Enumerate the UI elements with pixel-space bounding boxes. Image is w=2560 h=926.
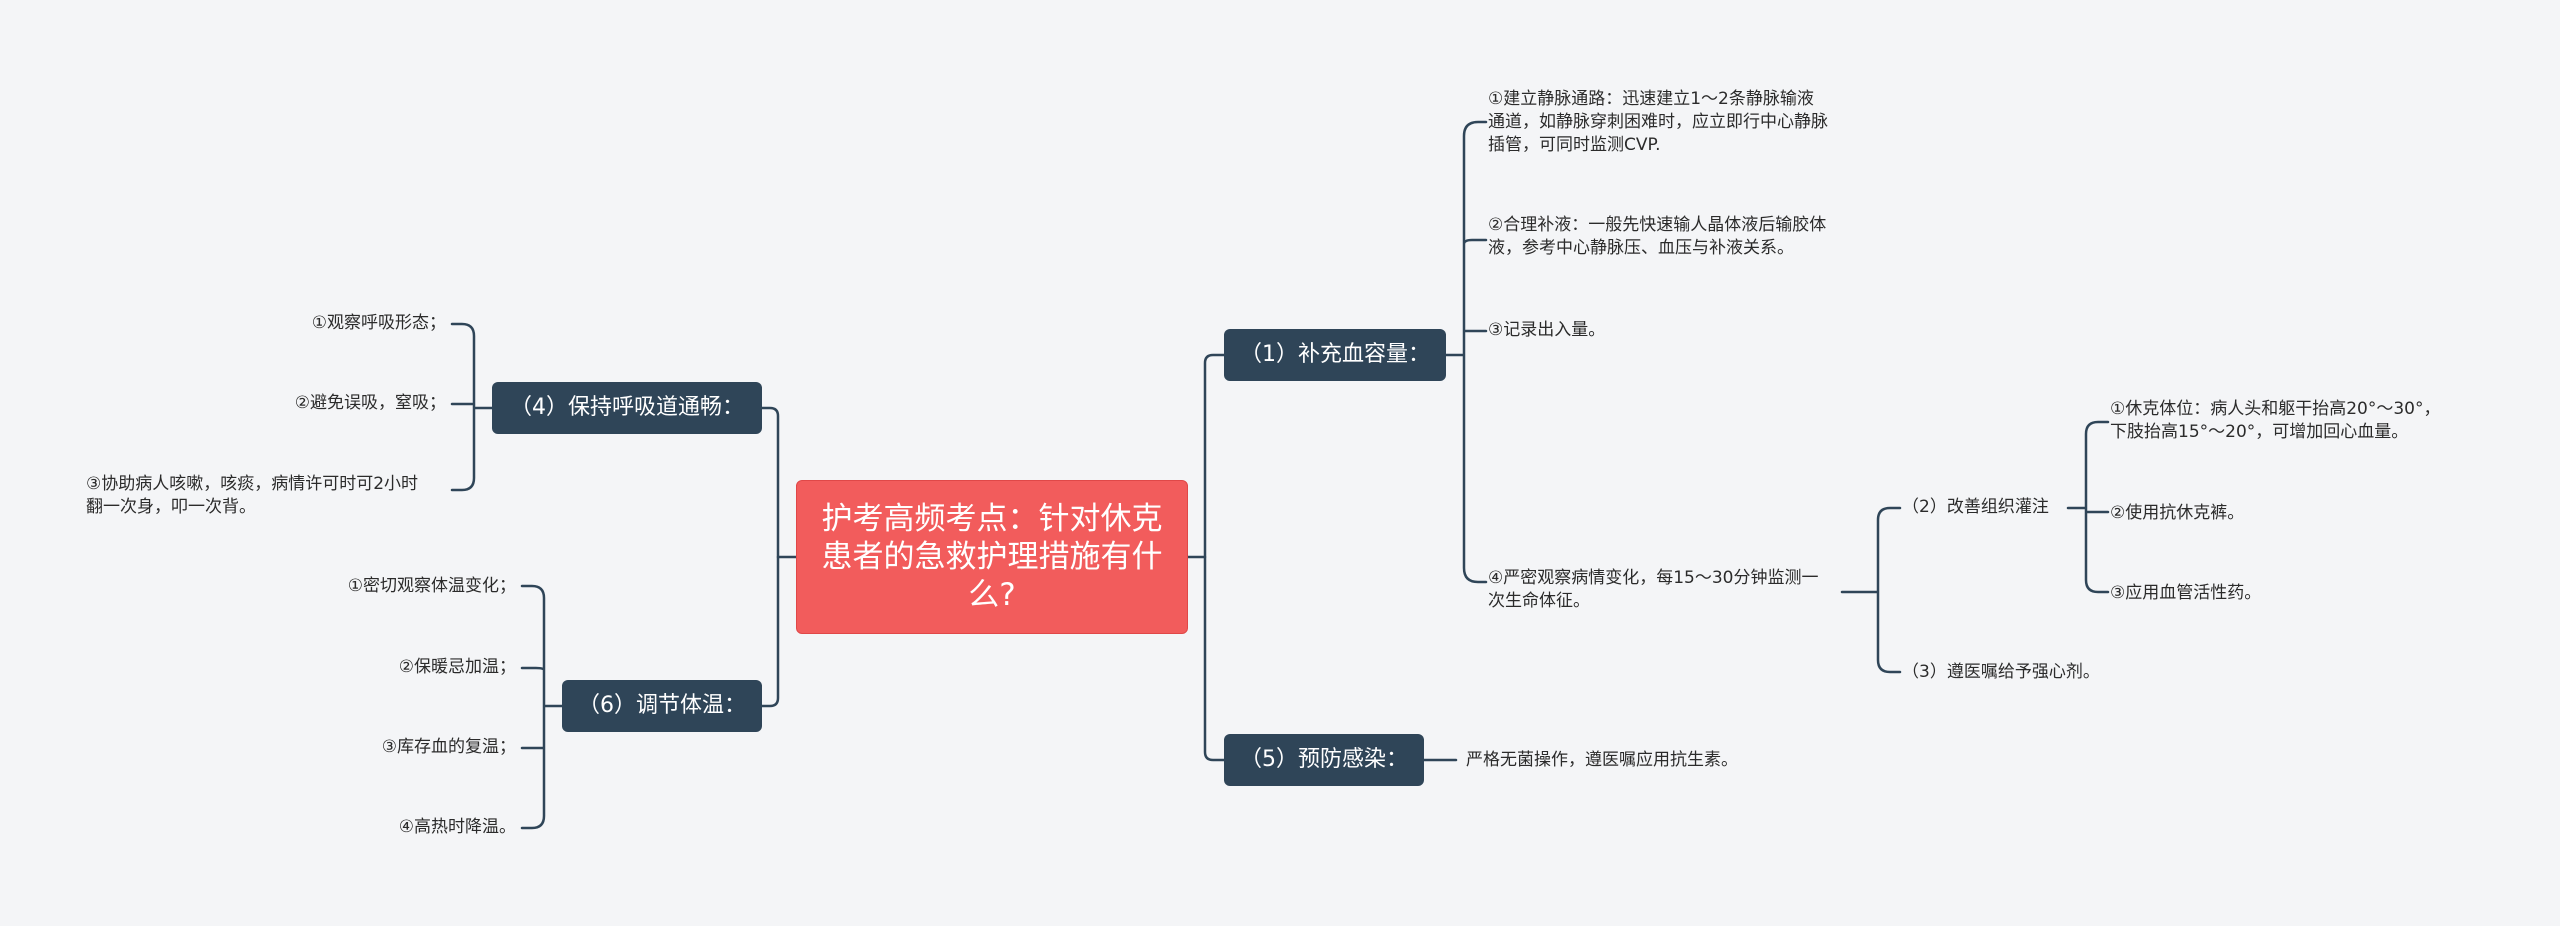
- topic-shock-position[interactable]: ①休克体位：病人头和躯干抬高20°～30°， 下肢抬高15°～20°，可增加回心…: [2110, 398, 2441, 444]
- link-b6-bracket: [520, 584, 564, 830]
- topic-text-line: ①密切观察体温变化；: [347, 576, 516, 596]
- link-b1-bracket: [1444, 120, 1488, 584]
- branch-regulate-temperature[interactable]: （6）调节体温：: [562, 680, 762, 732]
- topic-text-line: ①建立静脉通路：迅速建立1～2条静脉输液: [1488, 89, 1814, 109]
- topic-establish-iv-access[interactable]: ①建立静脉通路：迅速建立1～2条静脉输液 通道，如静脉穿刺困难时，应立即行中心静…: [1488, 88, 1828, 157]
- topic-text-line: 液，参考中心静脉压、血压与补液关系。: [1488, 238, 1794, 258]
- central-topic[interactable]: 护考高频考点：针对休克 患者的急救护理措施有什 么?: [796, 480, 1188, 634]
- topic-improve-perfusion[interactable]: （2）改善组织灌注: [1902, 497, 2049, 517]
- link-b4-bracket: [450, 322, 494, 492]
- topic-text-line: ④严密观察病情变化，每15～30分钟监测一: [1488, 568, 1819, 588]
- topic-text-line: ②使用抗休克裤。: [2110, 503, 2245, 523]
- topic-anti-shock-pants[interactable]: ②使用抗休克裤。: [2110, 502, 2244, 525]
- central-topic-line-3: 么?: [968, 577, 1016, 613]
- central-topic-line-2: 患者的急救护理措施有什: [821, 539, 1163, 575]
- topic-cough-turn-pat[interactable]: ③协助病人咳嗽，咳痰，病情许可时可2小时 翻一次身，叩一次背。: [86, 473, 418, 519]
- topic-text-line: ②合理补液：一般先快速输人晶体液后输胶体: [1488, 215, 1827, 235]
- topic-cardiotonic[interactable]: （3）遵医嘱给予强心剂。: [1902, 662, 2100, 682]
- topic-observe-breathing[interactable]: ①观察呼吸形态；: [312, 312, 446, 335]
- topic-monitor-temperature[interactable]: ①密切观察体温变化；: [348, 575, 516, 598]
- topic-cool-fever[interactable]: ④高热时降温。: [399, 816, 516, 839]
- topic-vasoactive-drugs[interactable]: ③应用血管活性药。: [2110, 582, 2261, 605]
- topic-text-line: 严格无菌操作，遵医嘱应用抗生素。: [1466, 750, 1738, 770]
- topic-keep-warm[interactable]: ②保暖忌加温；: [399, 656, 516, 679]
- branch-prevent-infection[interactable]: （5）预防感染：: [1224, 734, 1424, 786]
- topic-text-line: ②避免误吸，窒吸；: [294, 393, 446, 413]
- topic-text-line: 次生命体征。: [1488, 591, 1590, 611]
- topic-text-line: ④高热时降温。: [398, 817, 516, 837]
- topic-text-line: ③应用血管活性药。: [2110, 583, 2262, 603]
- topic-text-line: ③库存血的复温；: [381, 737, 516, 757]
- link-root-b1: [1186, 353, 1226, 559]
- link-root-b6: [760, 555, 780, 708]
- topic-avoid-aspiration[interactable]: ②避免误吸，窒吸；: [295, 392, 446, 415]
- topic-text-line: ①观察呼吸形态；: [311, 313, 446, 333]
- topic-text-line: ③协助病人咳嗽，咳痰，病情许可时可2小时: [86, 474, 419, 494]
- link-s2-items: [2066, 420, 2110, 594]
- topic-text-line: 下肢抬高15°～20°，可增加回心血量。: [2110, 422, 2409, 442]
- topic-text-line: 插管，可同时监测CVP.: [1488, 135, 1661, 155]
- topic-record-intake-output[interactable]: ③记录出入量。: [1488, 319, 1605, 342]
- link-i4-subs: [1840, 506, 1902, 674]
- central-topic-line-1: 护考高频考点：针对休克: [821, 501, 1163, 537]
- topic-fluid-replacement[interactable]: ②合理补液：一般先快速输人晶体液后输胶体 液，参考中心静脉压、血压与补液关系。: [1488, 214, 1826, 260]
- topic-text-line: ①休克体位：病人头和躯干抬高20°～30°，: [2110, 399, 2441, 419]
- link-root-b4: [760, 406, 798, 559]
- topic-aseptic-antibiotics[interactable]: 严格无菌操作，遵医嘱应用抗生素。: [1466, 749, 1738, 772]
- topic-text-line: ②保暖忌加温；: [398, 657, 516, 677]
- link-root-b5: [1203, 555, 1226, 762]
- topic-text-line: 翻一次身，叩一次背。: [86, 497, 256, 517]
- topic-rewarm-stored-blood[interactable]: ③库存血的复温；: [382, 736, 516, 759]
- branch-supplement-blood-volume[interactable]: （1）补充血容量：: [1224, 329, 1446, 381]
- topic-observe-condition[interactable]: ④严密观察病情变化，每15～30分钟监测一 次生命体征。: [1488, 567, 1819, 613]
- topic-text-line: 通道，如静脉穿刺困难时，应立即行中心静脉: [1488, 112, 1828, 132]
- topic-text-line: ③记录出入量。: [1488, 320, 1606, 340]
- branch-airway-patency[interactable]: （4）保持呼吸道通畅：: [492, 382, 762, 434]
